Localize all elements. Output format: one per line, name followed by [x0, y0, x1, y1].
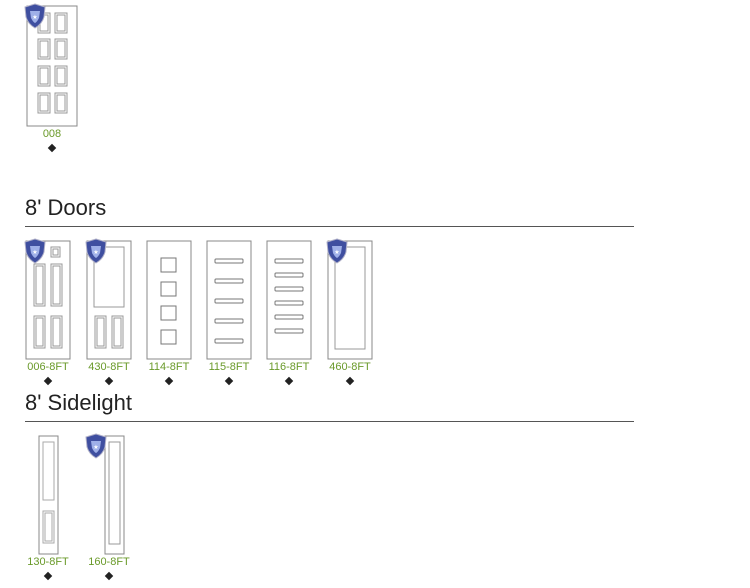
sidelight-item-160-8ft[interactable]: ★ 160-8FT [78, 433, 140, 581]
door-item-115-8ft[interactable]: 115-8FT [198, 240, 260, 386]
door-thumbnail[interactable] [205, 240, 253, 360]
door-thumbnail[interactable] [145, 240, 193, 360]
door-code-link[interactable]: 116-8FT [268, 361, 310, 373]
svg-text:★: ★ [32, 249, 37, 256]
door-item-008[interactable]: ★ 008 [21, 3, 83, 153]
sidelight-code-link[interactable]: 160-8FT [88, 556, 130, 568]
door-item-116-8ft[interactable]: 116-8FT [258, 240, 320, 386]
shield-crest-icon: ★ [85, 238, 107, 264]
svg-text:★: ★ [32, 14, 37, 21]
door-thumbnail[interactable] [265, 240, 313, 360]
door-code-link[interactable]: 008 [42, 128, 62, 140]
svg-text:★: ★ [93, 249, 98, 256]
section-divider [25, 226, 634, 227]
door-item-430-8ft[interactable]: ★ 430-8FT [78, 238, 140, 386]
door-code-link[interactable]: 460-8FT [329, 361, 371, 373]
door-item-114-8ft[interactable]: 114-8FT [138, 240, 200, 386]
diamond-icon[interactable] [104, 571, 114, 581]
shield-crest-icon: ★ [85, 433, 107, 459]
door-code-link[interactable]: 115-8FT [208, 361, 250, 373]
door-item-460-8ft[interactable]: ★ 460-8FT [319, 238, 381, 386]
diamond-icon[interactable] [284, 376, 294, 386]
section-divider [25, 421, 634, 422]
sidelight-thumbnail[interactable] [85, 435, 133, 555]
sidelight-item-130-8ft[interactable]: 130-8FT [17, 435, 79, 581]
diamond-icon[interactable] [43, 376, 53, 386]
door-code-link[interactable]: 430-8FT [88, 361, 130, 373]
section-title-8ft-sidelight: 8' Sidelight [25, 390, 132, 415]
section-title-8ft-doors: 8' Doors [25, 195, 107, 220]
svg-text:★: ★ [334, 249, 339, 256]
svg-text:★: ★ [93, 444, 98, 451]
diamond-icon[interactable] [164, 376, 174, 386]
diamond-icon[interactable] [224, 376, 234, 386]
door-thumbnail[interactable] [24, 240, 72, 360]
door-code-link[interactable]: 114-8FT [148, 361, 190, 373]
shield-crest-icon: ★ [326, 238, 348, 264]
shield-crest-icon: ★ [24, 238, 46, 264]
diamond-icon[interactable] [345, 376, 355, 386]
diamond-icon[interactable] [47, 143, 57, 153]
sidelight-thumbnail[interactable] [24, 435, 72, 555]
diamond-icon[interactable] [104, 376, 114, 386]
diamond-icon[interactable] [43, 571, 53, 581]
door-item-006-8ft[interactable]: ★ 006-8FT [17, 238, 79, 386]
sidelight-code-link[interactable]: 130-8FT [27, 556, 69, 568]
shield-crest-icon: ★ [24, 3, 46, 29]
door-code-link[interactable]: 006-8FT [27, 361, 69, 373]
